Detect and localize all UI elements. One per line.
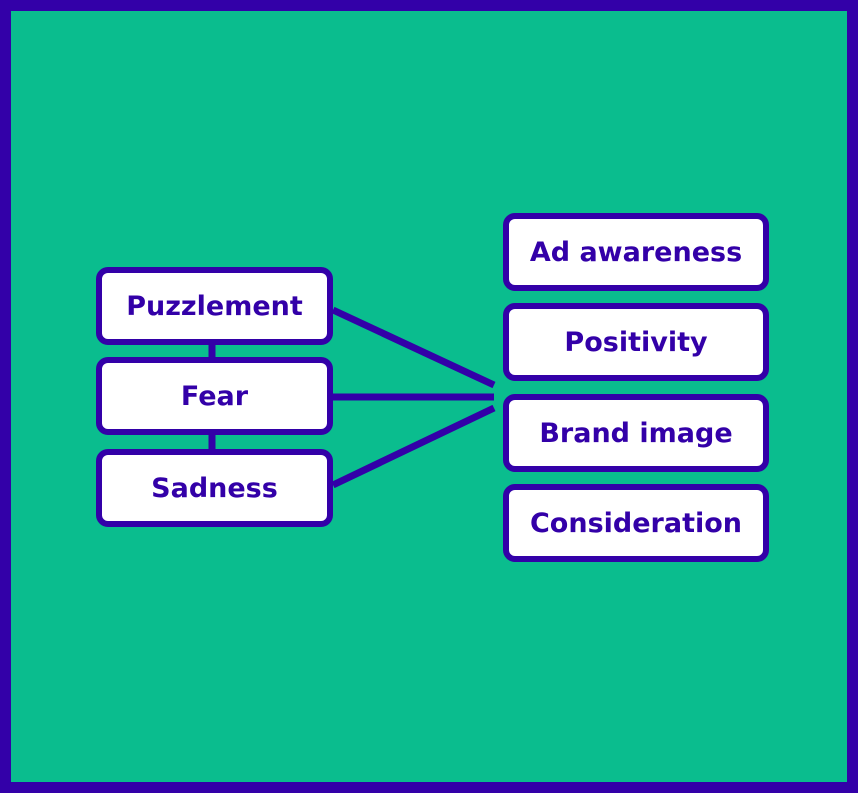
emotion-label: Fear [180,380,249,412]
emotion-box-fear: Fear [96,357,333,435]
outcome-label: Ad awareness [529,236,743,268]
outcome-label: Positivity [564,326,708,358]
emotion-label: Sadness [151,472,278,504]
outcome-label: Consideration [529,507,743,539]
outcome-box-consideration: Consideration [503,484,769,562]
emotion-box-puzzlement: Puzzlement [96,267,333,345]
emotion-label: Puzzlement [126,290,303,322]
outcome-box-ad-awareness: Ad awareness [503,213,769,291]
emotion-box-sadness: Sadness [96,449,333,527]
connector-puzzlement [331,306,496,389]
outcome-label: Brand image [539,417,733,449]
outcome-box-positivity: Positivity [503,303,769,381]
outcome-box-brand-image: Brand image [503,394,769,472]
connector-sadness [331,404,496,489]
